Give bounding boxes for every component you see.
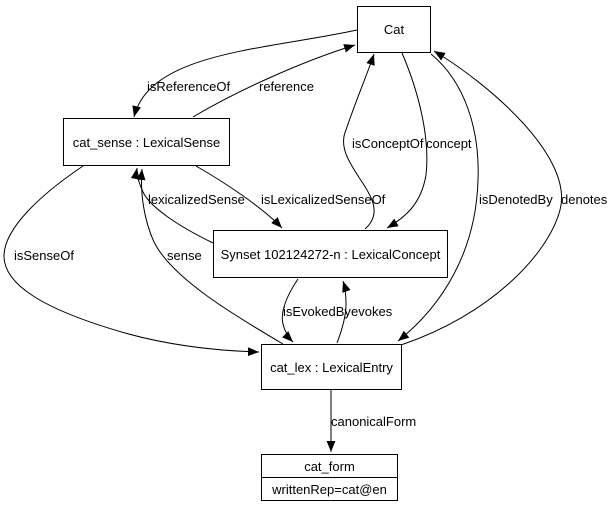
edge-label-denotes: denotes <box>561 192 608 207</box>
edge-isLexicalizedSenseOf-path <box>195 165 283 229</box>
node-synset-label: Synset 102124272-n : LexicalConcept <box>220 246 441 262</box>
edge-label-lexicalizedSense: lexicalizedSense <box>148 192 245 207</box>
edge-label-isConceptOf: isConceptOf <box>352 136 424 151</box>
node-cat-form-attribute: writtenRep=cat@en <box>262 477 397 500</box>
edge-label-concept: concept <box>426 136 472 151</box>
node-cat-sense-label: cat_sense : LexicalSense <box>72 134 221 150</box>
edge-label-sense: sense <box>167 248 202 263</box>
edge-label-isSenseOf: isSenseOf <box>14 248 74 263</box>
edge-label-reference: reference <box>259 79 314 94</box>
edge-evokes-path <box>336 280 351 344</box>
edge-concept-path <box>386 52 428 229</box>
node-cat-lex-label: cat_lex : LexicalEntry <box>270 359 393 375</box>
edge-isEvokedBy-path <box>281 278 299 343</box>
edge-isReferenceOf-path <box>132 29 358 118</box>
edge-label-isReferenceOf: isReferenceOf <box>147 79 231 94</box>
edge-isDenotedBy-path <box>397 53 479 342</box>
node-cat-lex: cat_lex : LexicalEntry <box>261 344 402 390</box>
edge-reference-path <box>192 44 356 118</box>
edge-isSenseOf-path <box>3 165 260 357</box>
node-synset: Synset 102124272-n : LexicalConcept <box>213 230 448 278</box>
edge-label-isLexicalizedSenseOf: isLexicalizedSenseOf <box>261 192 386 207</box>
edge-label-canonicalForm: canonicalForm <box>331 414 417 429</box>
edge-denotes-path <box>400 50 563 346</box>
edge-label-evokes: evokes <box>351 304 393 319</box>
edge-label-isDenotedBy: isDenotedBy <box>479 192 553 207</box>
node-cat: Cat <box>357 6 431 53</box>
edge-label-isEvokedBy: isEvokedBy <box>283 304 351 319</box>
node-cat-form-title: cat_form <box>304 458 355 474</box>
node-cat-sense: cat_sense : LexicalSense <box>63 118 230 166</box>
edge-sense-path <box>136 168 284 345</box>
node-cat-form: cat_form writtenRep=cat@en <box>261 454 398 501</box>
node-cat-label: Cat <box>383 22 405 37</box>
edge-isConceptOf-path <box>343 53 375 230</box>
